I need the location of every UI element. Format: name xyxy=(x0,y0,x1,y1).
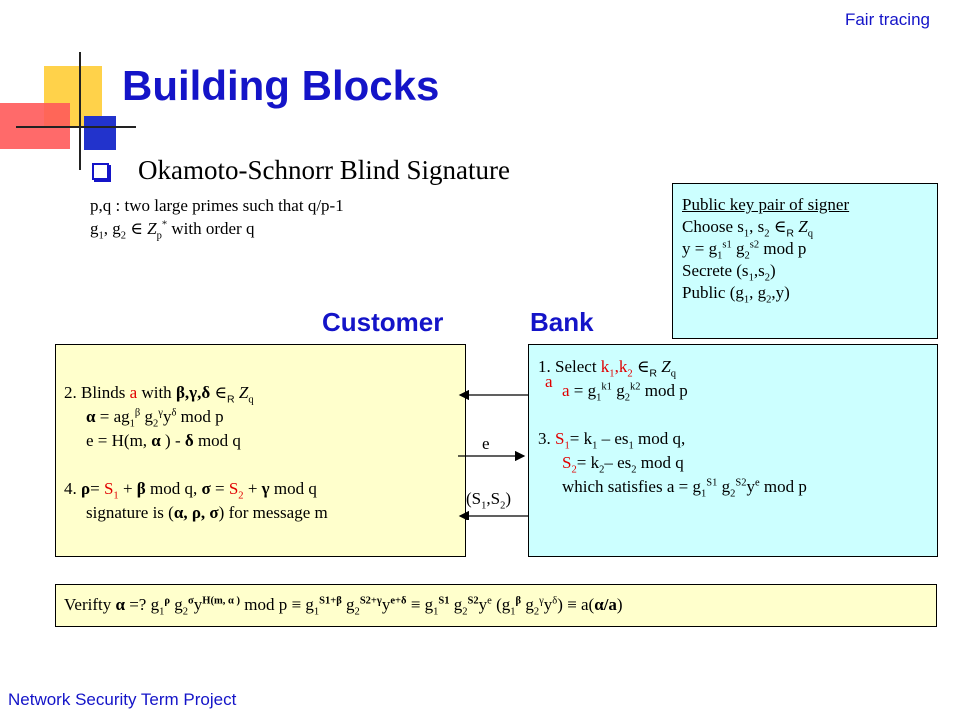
y-line: y = g1s1 g2s2 mod p xyxy=(682,239,807,262)
customer-step-4: 4. ρ= S1 + β mod q, σ = S2 + γ mod q xyxy=(64,479,317,502)
topic-label: Fair tracing xyxy=(844,10,930,29)
bank-label: Bank xyxy=(530,307,594,337)
bank-s2-line: S2= k2– es2 mod q xyxy=(562,453,684,476)
generators-line: g1, g2 ∈ Zp* with order q xyxy=(90,219,255,242)
customer-step-2: 2. Blinds a with β,γ,δ ∈R Zq xyxy=(64,383,254,406)
public-key-title: Public key pair of signer xyxy=(682,195,850,214)
section-heading: Okamoto-Schnorr Blind Signature xyxy=(138,155,510,185)
deco-vertical-line xyxy=(79,52,81,170)
customer-signature-line: signature is (α, ρ, σ) for message m xyxy=(86,503,328,522)
public-line: Public (g1, g2,y) xyxy=(682,283,790,306)
footer-label: Network Security Term Project xyxy=(8,690,237,709)
corner-decoration xyxy=(0,0,140,170)
verify-box: Verifty α =? g1ρ g2σyH(m, α ) mod p ≡ g1… xyxy=(55,584,937,627)
customer-alpha-line: α = ag1β g2γyδ mod p xyxy=(86,407,224,430)
bank-box: 1. Select k1,k2 ∈R Zq a = g1k1 g2k2 mod … xyxy=(528,344,938,557)
public-key-box: Public key pair of signer Choose s1, s2 … xyxy=(672,183,938,339)
message-e-label: e xyxy=(482,434,490,453)
primes-line: p,q : two large primes such that q/p-1 xyxy=(90,196,344,215)
customer-e-line: e = H(m, α ) - δ mod q xyxy=(86,431,241,450)
customer-box: 2. Blinds a with β,γ,δ ∈R Zq α = ag1β g2… xyxy=(55,344,466,557)
message-arrows xyxy=(458,389,528,520)
secret-line: Secrete (s1,s2) xyxy=(682,261,776,284)
message-a-label: a xyxy=(545,372,553,391)
bank-a-line: a = g1k1 g2k2 mod p xyxy=(562,381,688,404)
deco-horizontal-line xyxy=(16,126,136,128)
page-title: Building Blocks xyxy=(122,62,440,109)
bank-step-3: 3. S1= k1 – es1 mod q, xyxy=(538,429,686,452)
customer-label: Customer xyxy=(322,307,444,337)
bank-satisfies-line: which satisfies a = g1S1 g2S2ye mod p xyxy=(562,477,807,500)
message-s-label: (S1,S2) xyxy=(466,489,512,512)
bank-step-1: 1. Select k1,k2 ∈R Zq xyxy=(538,357,677,380)
deco-blue-square xyxy=(84,116,116,150)
choose-line: Choose s1, s2 ∈R Zq xyxy=(682,217,813,240)
checkbox-bullet-icon xyxy=(92,163,109,180)
